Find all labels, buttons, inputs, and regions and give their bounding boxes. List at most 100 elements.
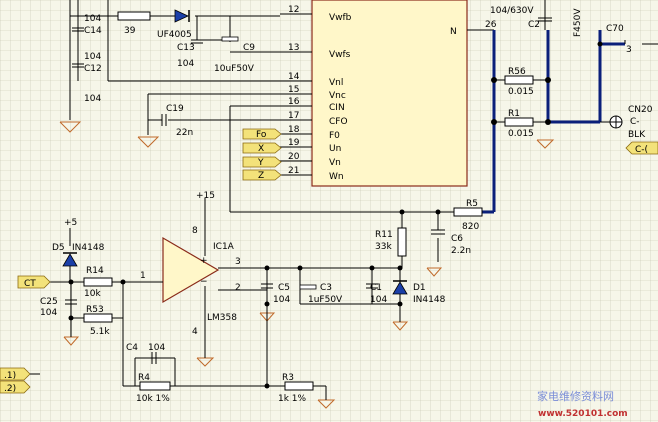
diode-d1	[392, 280, 408, 295]
top-left-wiring	[69, 0, 454, 213]
svg-text:Z: Z	[258, 171, 264, 181]
svg-text:R53: R53	[86, 305, 104, 315]
svg-text:C-: C-	[630, 117, 640, 127]
svg-text:2.2n: 2.2n	[451, 246, 471, 256]
pin-num: 19	[288, 138, 300, 148]
right-nodes	[399, 41, 603, 215]
svg-text:104: 104	[84, 14, 101, 24]
svg-text:C3: C3	[320, 283, 332, 293]
right-labels: 104/630V C2 F450V C70 3 R56 0.015 R1 0.0…	[375, 6, 653, 256]
ic-body	[311, 0, 468, 187]
svg-text:D5: D5	[52, 243, 65, 253]
svg-text:1uF50V: 1uF50V	[308, 295, 343, 305]
svg-text:3: 3	[626, 45, 632, 55]
cap-c5	[261, 283, 273, 289]
ic-pin-lines	[280, 13, 494, 176]
opamp-nodes	[68, 265, 403, 389]
svg-text:R4: R4	[138, 373, 150, 383]
svg-text:Y: Y	[257, 158, 264, 168]
pin-name: Vnl	[329, 78, 343, 88]
svg-text:BLK: BLK	[628, 130, 646, 140]
port-bottom-left: .1) .2)	[0, 367, 31, 394]
watermark: 家电维修资料网 www.520101.com	[537, 389, 628, 419]
svg-text:IC1A: IC1A	[213, 242, 235, 252]
svg-text:R5: R5	[466, 199, 478, 209]
svg-text:5.1k: 5.1k	[90, 327, 110, 337]
top-left-labels: 104 C14 104 C12 104 39 UF4005 C13 104 C9…	[84, 14, 255, 138]
svg-text:家电维修资料网: 家电维修资料网	[537, 389, 614, 403]
opamp-ic1a	[162, 236, 220, 304]
ic-pins: 12 Vwfb 13 Vwfs 14 Vnl 15 Vnc 16 CIN 17 …	[288, 5, 497, 182]
svg-text:R11: R11	[375, 230, 393, 240]
svg-text:104: 104	[370, 295, 387, 305]
cap-c25	[65, 299, 77, 305]
pin-num: 17	[288, 111, 299, 121]
pin-num: 14	[288, 72, 300, 82]
pin-num: 20	[288, 152, 300, 162]
svg-text:IN4148: IN4148	[413, 295, 446, 305]
svg-text:R1: R1	[508, 109, 520, 119]
svg-text:1k 1%: 1k 1%	[278, 394, 307, 404]
cap-c13	[191, 39, 203, 44]
pin-num: 12	[288, 5, 299, 15]
svg-text:4: 4	[192, 327, 198, 337]
cap-c19	[161, 114, 167, 126]
resistor-top	[117, 11, 151, 21]
svg-text:39: 39	[124, 26, 136, 36]
svg-text:C6: C6	[451, 234, 463, 244]
opamp-minus: −	[200, 277, 208, 287]
svg-text:C19: C19	[166, 104, 184, 114]
diode-d5	[62, 252, 78, 267]
port-c-minus: C-(	[625, 141, 658, 155]
pin-num: 13	[288, 43, 299, 53]
svg-text:0.015: 0.015	[508, 129, 534, 139]
svg-text:104: 104	[84, 94, 101, 104]
pin-num: 26	[485, 20, 497, 30]
resistor-r11	[397, 227, 407, 257]
cap-c1	[366, 283, 378, 289]
cap-c9	[221, 36, 239, 42]
svg-text:F450V: F450V	[573, 8, 583, 37]
pin-name: Vnc	[329, 91, 346, 101]
svg-text:X: X	[258, 144, 264, 154]
svg-text:C12: C12	[84, 64, 102, 74]
svg-text:3: 3	[235, 257, 241, 267]
svg-text:C9: C9	[243, 43, 255, 53]
cap-c2	[538, 17, 552, 22]
opamp-labels: +15 8 IC1A 3 2 1 4 LM358 +5 D5 IN4148 R1…	[40, 191, 446, 404]
svg-text:104: 104	[273, 295, 290, 305]
port-fo: Fo	[242, 128, 282, 140]
svg-text:104: 104	[40, 308, 57, 318]
svg-text:22n: 22n	[176, 128, 193, 138]
svg-text:www.520101.com: www.520101.com	[538, 409, 628, 419]
pin-num: 21	[288, 166, 299, 176]
svg-text:IN4148: IN4148	[72, 243, 105, 253]
svg-text:C1: C1	[370, 283, 382, 293]
pin-name: Vn	[329, 158, 341, 168]
svg-text:10uF50V: 10uF50V	[214, 64, 255, 74]
pin-name: CIN	[329, 103, 345, 113]
port-y: Y	[242, 156, 282, 168]
svg-text:1: 1	[140, 271, 146, 281]
port-x: X	[242, 142, 282, 154]
cap-c14	[72, 27, 84, 68]
svg-text:C25: C25	[40, 297, 58, 307]
pin-num: 18	[288, 125, 300, 135]
opamp-plus: +	[200, 256, 208, 266]
svg-text:CT: CT	[24, 279, 36, 289]
resistor-r1	[504, 117, 534, 127]
svg-text:8: 8	[192, 226, 198, 236]
svg-text:104: 104	[148, 343, 165, 353]
pin-name: Un	[329, 144, 341, 154]
connector-cn20	[609, 115, 623, 129]
svg-text:Fo: Fo	[256, 130, 267, 140]
pin-name: F0	[329, 131, 340, 141]
svg-text:C70: C70	[606, 24, 624, 34]
svg-text:C2: C2	[528, 20, 540, 30]
resistor-r5	[453, 207, 483, 217]
svg-text:33k: 33k	[375, 242, 392, 252]
svg-text:2: 2	[235, 283, 241, 293]
svg-text:R14: R14	[86, 266, 104, 276]
svg-text:R3: R3	[282, 373, 294, 383]
